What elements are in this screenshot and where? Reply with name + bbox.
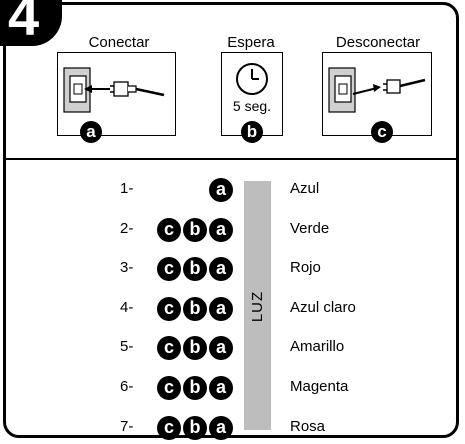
- panel-title-desconectar: Desconectar: [335, 34, 421, 51]
- sequence-step-a: a: [209, 218, 233, 242]
- sequence-step-c: c: [157, 336, 181, 360]
- plug-connect-icon: [63, 67, 165, 113]
- sequence-step-a: a: [209, 297, 233, 321]
- row-color-name: Azul claro: [290, 299, 356, 316]
- light-label: LUZ: [249, 290, 266, 322]
- wait-time-label: 5 seg.: [232, 98, 272, 114]
- step-a-marker: a: [80, 121, 102, 143]
- sequence-step-a: a: [209, 336, 233, 360]
- sequence-step-c: c: [157, 376, 181, 400]
- row-number: 4-: [120, 299, 134, 316]
- row-number: 7-: [120, 418, 134, 435]
- sequence-step-c: c: [157, 257, 181, 281]
- sequence-step-b: b: [183, 297, 207, 321]
- row-color-name: Magenta: [290, 378, 349, 395]
- sequence-step-a: a: [209, 257, 233, 281]
- plug-disconnect-icon: [328, 67, 426, 113]
- sequence-step-b: b: [183, 376, 207, 400]
- row-color-name: Amarillo: [290, 338, 345, 355]
- sequence-step-a: a: [209, 178, 233, 202]
- row-color-name: Azul: [290, 180, 320, 197]
- row-number: 5-: [120, 338, 134, 355]
- sequence-step-c: c: [157, 297, 181, 321]
- row-sequence: a: [157, 178, 237, 202]
- light-bar: [244, 181, 271, 430]
- step-badge: [0, 0, 62, 46]
- sequence-step-b: b: [183, 416, 207, 440]
- step-c-marker: c: [371, 121, 393, 143]
- row-color-name: Rosa: [290, 418, 326, 435]
- clock-icon: [236, 63, 268, 95]
- row-number: 1-: [120, 180, 134, 197]
- row-color-name: Verde: [290, 220, 330, 237]
- sequence-step-b: b: [183, 257, 207, 281]
- row-number: 2-: [120, 220, 134, 237]
- step-b-marker: b: [241, 121, 263, 143]
- sequence-step-c: c: [157, 416, 181, 440]
- panel-title-conectar: Conectar: [88, 34, 150, 51]
- sequence-step-a: a: [209, 376, 233, 400]
- panel-title-espera: Espera: [227, 34, 275, 51]
- step-number: 4: [8, 0, 40, 47]
- section-divider: [3, 158, 459, 160]
- sequence-step-b: b: [183, 218, 207, 242]
- sequence-step-a: a: [209, 416, 233, 440]
- row-number: 6-: [120, 378, 134, 395]
- sequence-step-c: c: [157, 218, 181, 242]
- sequence-step-b: b: [183, 336, 207, 360]
- row-number: 3-: [120, 259, 134, 276]
- row-color-name: Rojo: [290, 259, 321, 276]
